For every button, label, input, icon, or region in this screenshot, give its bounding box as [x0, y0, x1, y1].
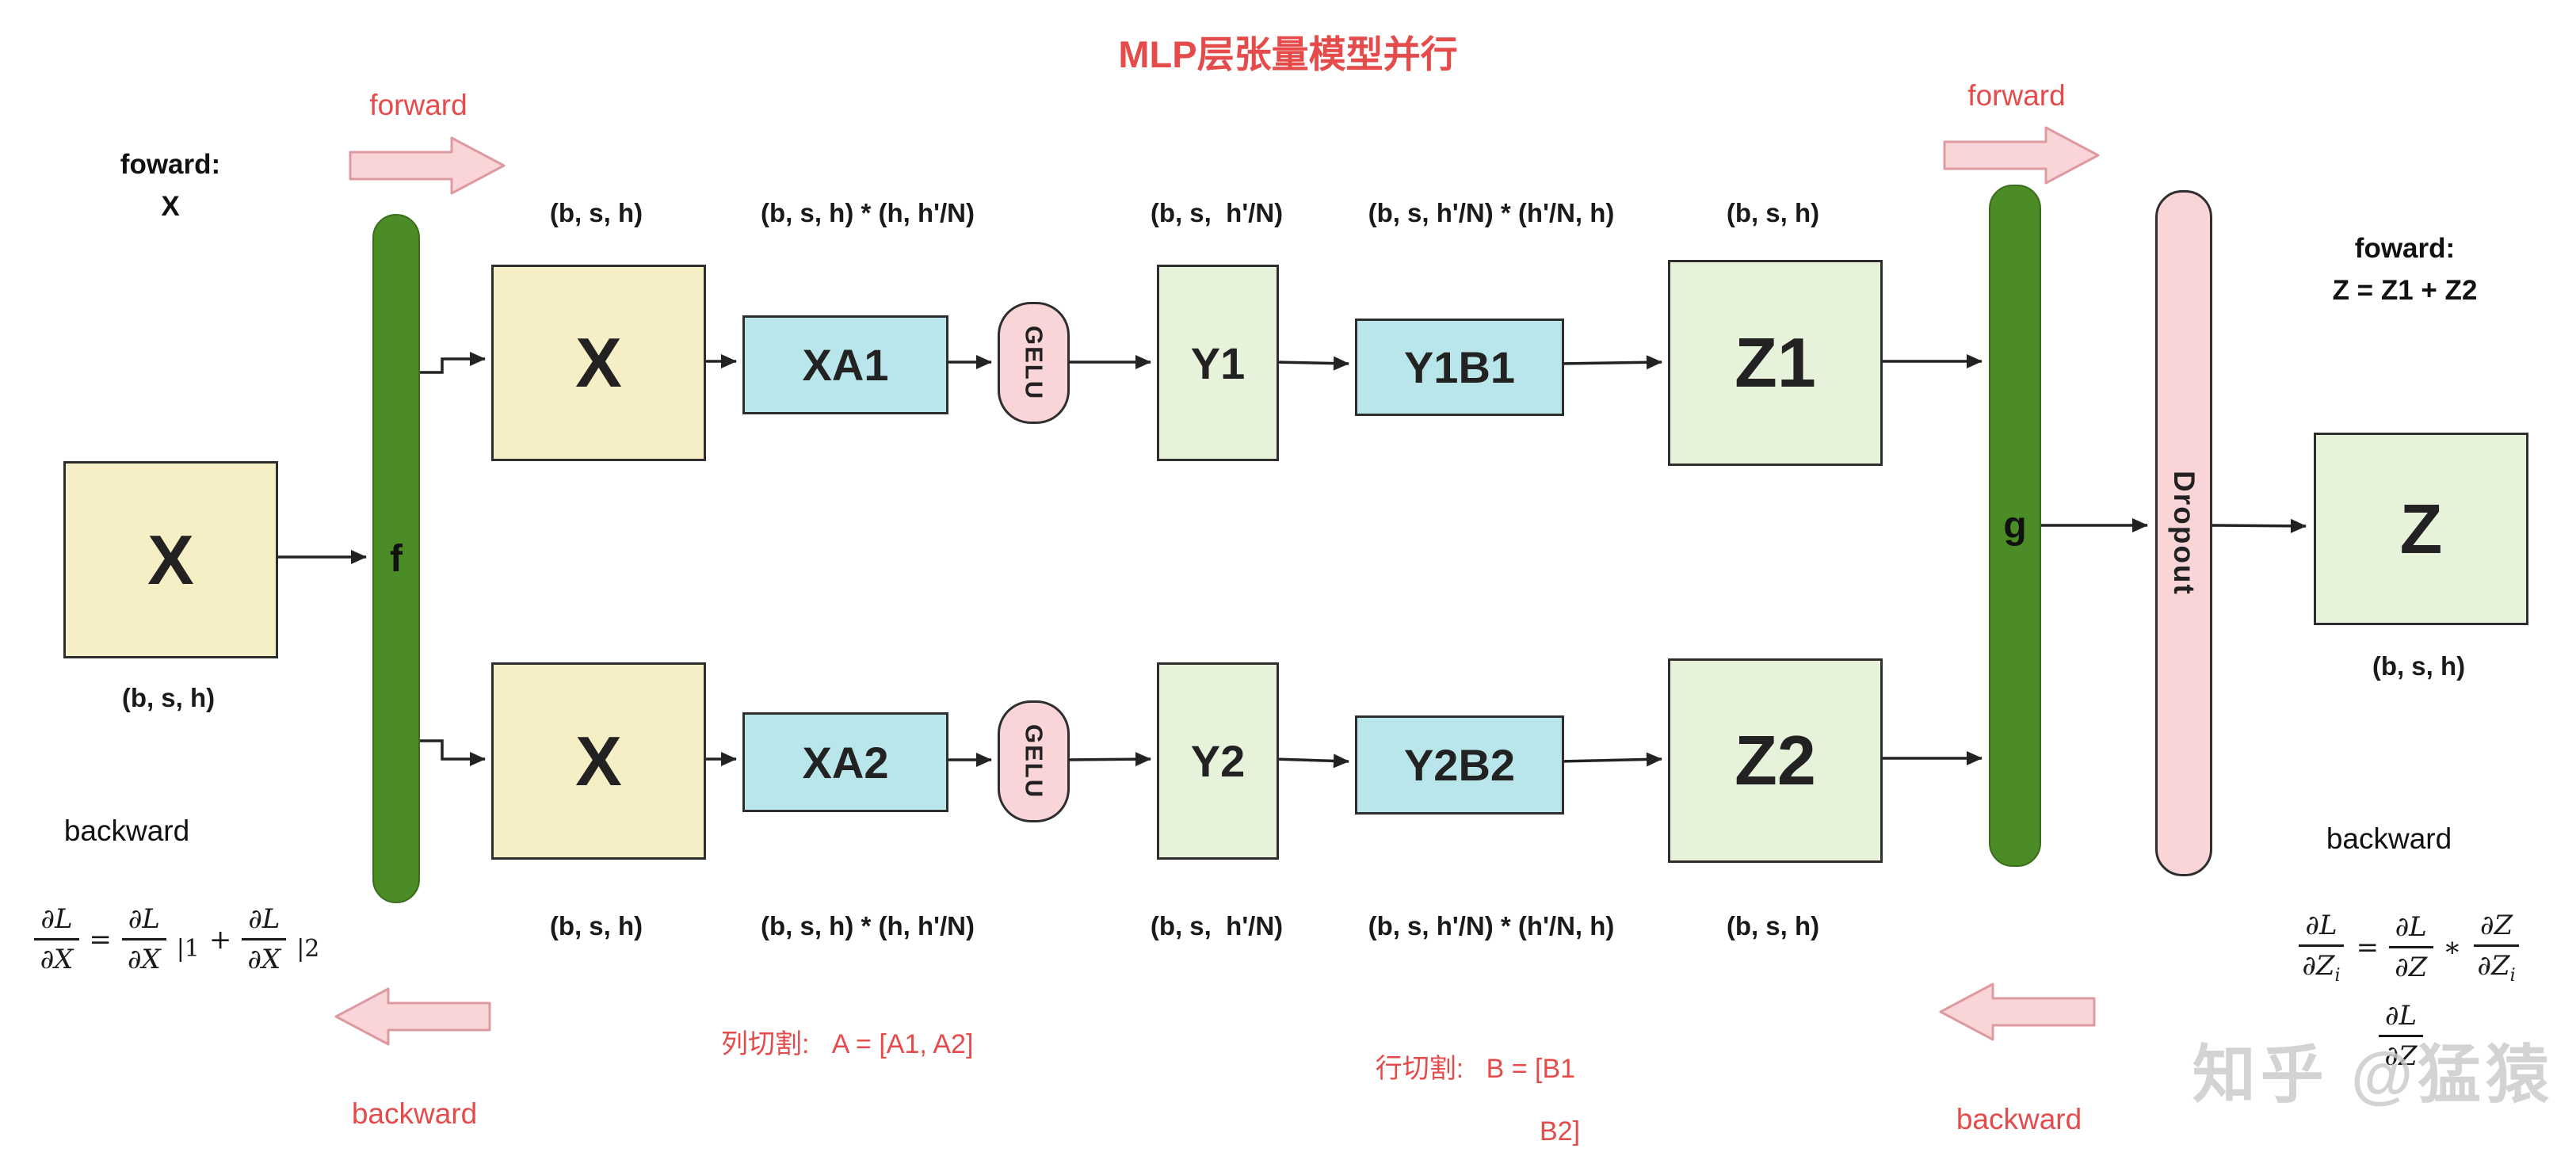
top-shape-annotation: (b, s, h): [1726, 198, 1820, 227]
equals-sign: =: [89, 923, 112, 956]
bottom-x-box: X: [491, 662, 706, 860]
left-forward-caption-line1: foward:: [120, 149, 221, 180]
backward-arrow-bottom-right: [1939, 982, 2096, 1041]
fraction: ∂Z ∂Zi: [2471, 910, 2521, 986]
fraction-numerator: ∂L: [2378, 1000, 2424, 1037]
evaluated-at-1: |1: [176, 935, 200, 963]
bottom-y2-box: Y2: [1157, 662, 1279, 860]
evaluated-at-2: |2: [296, 935, 320, 963]
fraction-numerator: ∂Z: [2473, 910, 2520, 947]
gelu-label: GELU: [1020, 325, 1048, 401]
den-text: ∂Z: [2477, 950, 2510, 982]
right-backward-formula-2: ∂L ∂Z: [2349, 1000, 2452, 1072]
forward-arrow-top-left: [349, 136, 506, 195]
fraction: ∂L ∂X: [34, 903, 80, 975]
output-z-box: Z: [2314, 433, 2528, 625]
fraction-numerator: ∂L: [242, 903, 287, 940]
column-split-note: 列切割: A = [A1, A2]: [721, 1029, 974, 1059]
forward-arrow-top-right: [1943, 126, 2100, 185]
bottom-shape-annotation: (b, s, h'/N): [1150, 911, 1284, 940]
bottom-shape-annotation: (b, s, h) * (h, h'/N): [761, 911, 975, 940]
plus-sign: +: [208, 923, 232, 956]
fraction-numerator: ∂L: [121, 903, 166, 940]
top-y1b1-box: Y1B1: [1355, 319, 1564, 416]
diagram-title: MLP层张量模型并行: [1118, 33, 1458, 75]
top-z1-box: Z1: [1668, 260, 1883, 466]
bottom-shape-annotation: (b, s, h'/N) * (h'/N, h): [1368, 911, 1615, 940]
top-shape-annotation: (b, s, h'/N): [1150, 198, 1284, 227]
left-forward-caption-line2: X: [161, 190, 180, 222]
fraction-denominator: ∂Zi: [2471, 947, 2521, 986]
zhihu-watermark: 知乎 @猛猿: [2192, 1040, 2554, 1110]
fraction-numerator: ∂L: [34, 903, 79, 940]
input-x-shape-label: (b, s, h): [121, 683, 216, 712]
fraction: ∂L ∂X: [241, 903, 287, 975]
fraction-denominator: ∂X: [40, 944, 74, 975]
gelu-label: GELU: [1020, 723, 1048, 799]
den-subscript: i: [2509, 965, 2516, 986]
fraction-denominator: ∂Z: [2395, 952, 2428, 984]
dropout-bar: Dropout: [2155, 190, 2212, 876]
fraction-denominator: ∂X: [247, 944, 281, 975]
output-z-shape-label: (b, s, h): [2372, 651, 2466, 681]
top-shape-annotation: (b, s, h): [549, 198, 643, 227]
top-shape-annotation: (b, s, h'/N) * (h'/N, h): [1368, 198, 1615, 227]
fraction-denominator: ∂X: [127, 944, 161, 975]
fraction: ∂L ∂Z: [2388, 911, 2433, 983]
forward-label-top-right: forward: [1967, 79, 2066, 112]
backward-arrow-bottom-left: [334, 987, 491, 1046]
fraction: ∂L ∂X: [121, 903, 167, 975]
top-shape-annotation: (b, s, h) * (h, h'/N): [761, 198, 975, 227]
multiply-sign: ∗: [2443, 931, 2462, 963]
f-operator-bar: f: [372, 214, 420, 903]
input-x-box: X: [63, 461, 278, 658]
right-forward-caption-line2: Z = Z1 + Z2: [2332, 274, 2478, 306]
top-gelu-box: GELU: [998, 302, 1070, 424]
fraction-denominator: ∂Z: [2384, 1040, 2418, 1072]
bottom-y2b2-box: Y2B2: [1355, 715, 1564, 815]
top-x-box: X: [491, 265, 706, 461]
left-backward-label: backward: [63, 815, 190, 847]
bottom-xa2-box: XA2: [742, 712, 948, 812]
forward-label-top-left: forward: [369, 89, 467, 121]
backward-label-bottom-right: backward: [1956, 1103, 2082, 1135]
fraction: ∂L ∂Z: [2378, 1000, 2424, 1072]
bottom-shape-annotation: (b, s, h): [549, 911, 643, 940]
den-subscript: i: [2334, 965, 2341, 986]
row-split-line1: 行切割: B = [B1: [1375, 1054, 1576, 1084]
top-y1-box: Y1: [1157, 265, 1279, 461]
fraction-numerator: ∂L: [2388, 911, 2433, 949]
left-backward-formula: ∂L ∂X = ∂L ∂X |1 + ∂L ∂X |2: [6, 903, 347, 975]
g-operator-bar: g: [1989, 185, 2041, 867]
bottom-z2-box: Z2: [1668, 658, 1883, 863]
bottom-shape-annotation: (b, s, h): [1726, 911, 1820, 940]
fraction: ∂L ∂Zi: [2296, 910, 2346, 986]
right-backward-formula: ∂L ∂Zi = ∂L ∂Z ∗ ∂Z ∂Zi: [2254, 910, 2563, 986]
top-xa1-box: XA1: [742, 315, 948, 414]
left-forward-caption: foward: X: [59, 144, 281, 227]
den-text: ∂Z: [2302, 950, 2335, 982]
fraction-denominator: ∂Zi: [2296, 947, 2346, 986]
right-backward-label: backward: [2326, 822, 2452, 855]
fraction-numerator: ∂L: [2299, 910, 2344, 947]
row-split-note: 行切割: B = [B1 B2]: [1345, 1016, 1580, 1156]
backward-label-bottom-left: backward: [351, 1097, 478, 1130]
right-forward-caption-line1: foward:: [2354, 233, 2456, 264]
equals-sign: =: [2356, 931, 2379, 963]
row-split-line2: B2]: [1540, 1116, 1581, 1146]
bottom-gelu-box: GELU: [998, 700, 1070, 822]
right-forward-caption: foward: Z = Z1 + Z2: [2270, 228, 2540, 311]
dropout-label: Dropout: [2168, 471, 2200, 596]
